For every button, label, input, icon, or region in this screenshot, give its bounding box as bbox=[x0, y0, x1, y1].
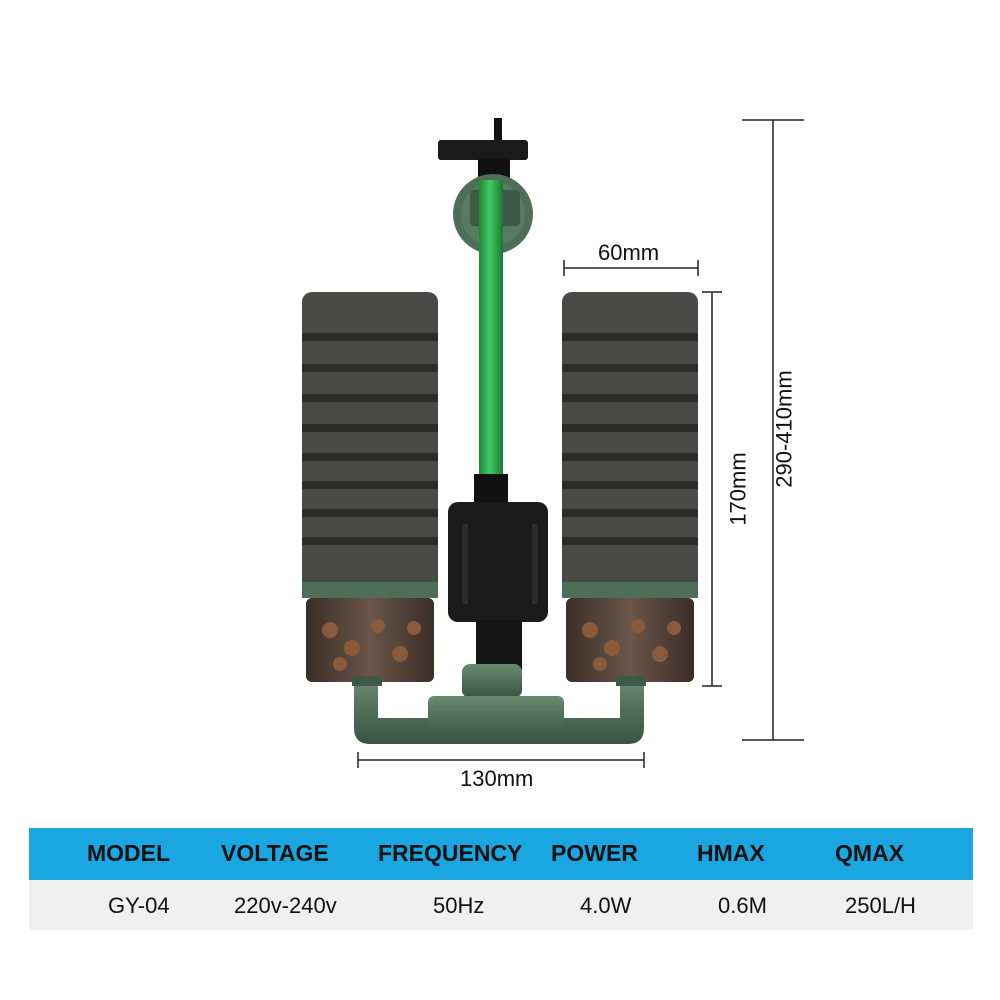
spec-header-row: MODEL VOLTAGE FREQUENCY POWER HMAX QMAX bbox=[29, 828, 973, 880]
header-qmax: QMAX bbox=[835, 840, 904, 866]
left-sponge bbox=[302, 292, 438, 682]
spec-values-row: GY-04 220v-240v 50Hz 4.0W 0.6M 250L/H bbox=[29, 880, 973, 930]
value-qmax: 250L/H bbox=[845, 893, 916, 918]
right-sponge bbox=[562, 292, 698, 682]
value-voltage: 220v-240v bbox=[234, 893, 337, 918]
dimension-top-width: 60mm bbox=[598, 240, 660, 265]
dimension-total-height: 290-410mm bbox=[771, 370, 797, 488]
dimension-sponge-height: 170mm bbox=[725, 452, 751, 526]
base-pipe bbox=[352, 664, 646, 744]
value-model: GY-04 bbox=[108, 893, 170, 918]
header-voltage: VOLTAGE bbox=[221, 840, 329, 866]
pump-block bbox=[448, 502, 548, 670]
air-valve bbox=[438, 118, 528, 184]
dimension-base-width: 130mm bbox=[460, 766, 534, 791]
header-model: MODEL bbox=[87, 840, 171, 866]
dimension-lines bbox=[357, 119, 804, 768]
lift-tube bbox=[479, 180, 503, 480]
product-illustration bbox=[302, 118, 804, 768]
value-hmax: 0.6M bbox=[718, 893, 767, 918]
value-power: 4.0W bbox=[580, 893, 632, 918]
header-hmax: HMAX bbox=[697, 840, 765, 866]
value-frequency: 50Hz bbox=[433, 893, 485, 918]
spec-table: MODEL VOLTAGE FREQUENCY POWER HMAX QMAX … bbox=[29, 828, 973, 930]
header-power: POWER bbox=[551, 840, 638, 866]
header-frequency: FREQUENCY bbox=[378, 840, 523, 866]
